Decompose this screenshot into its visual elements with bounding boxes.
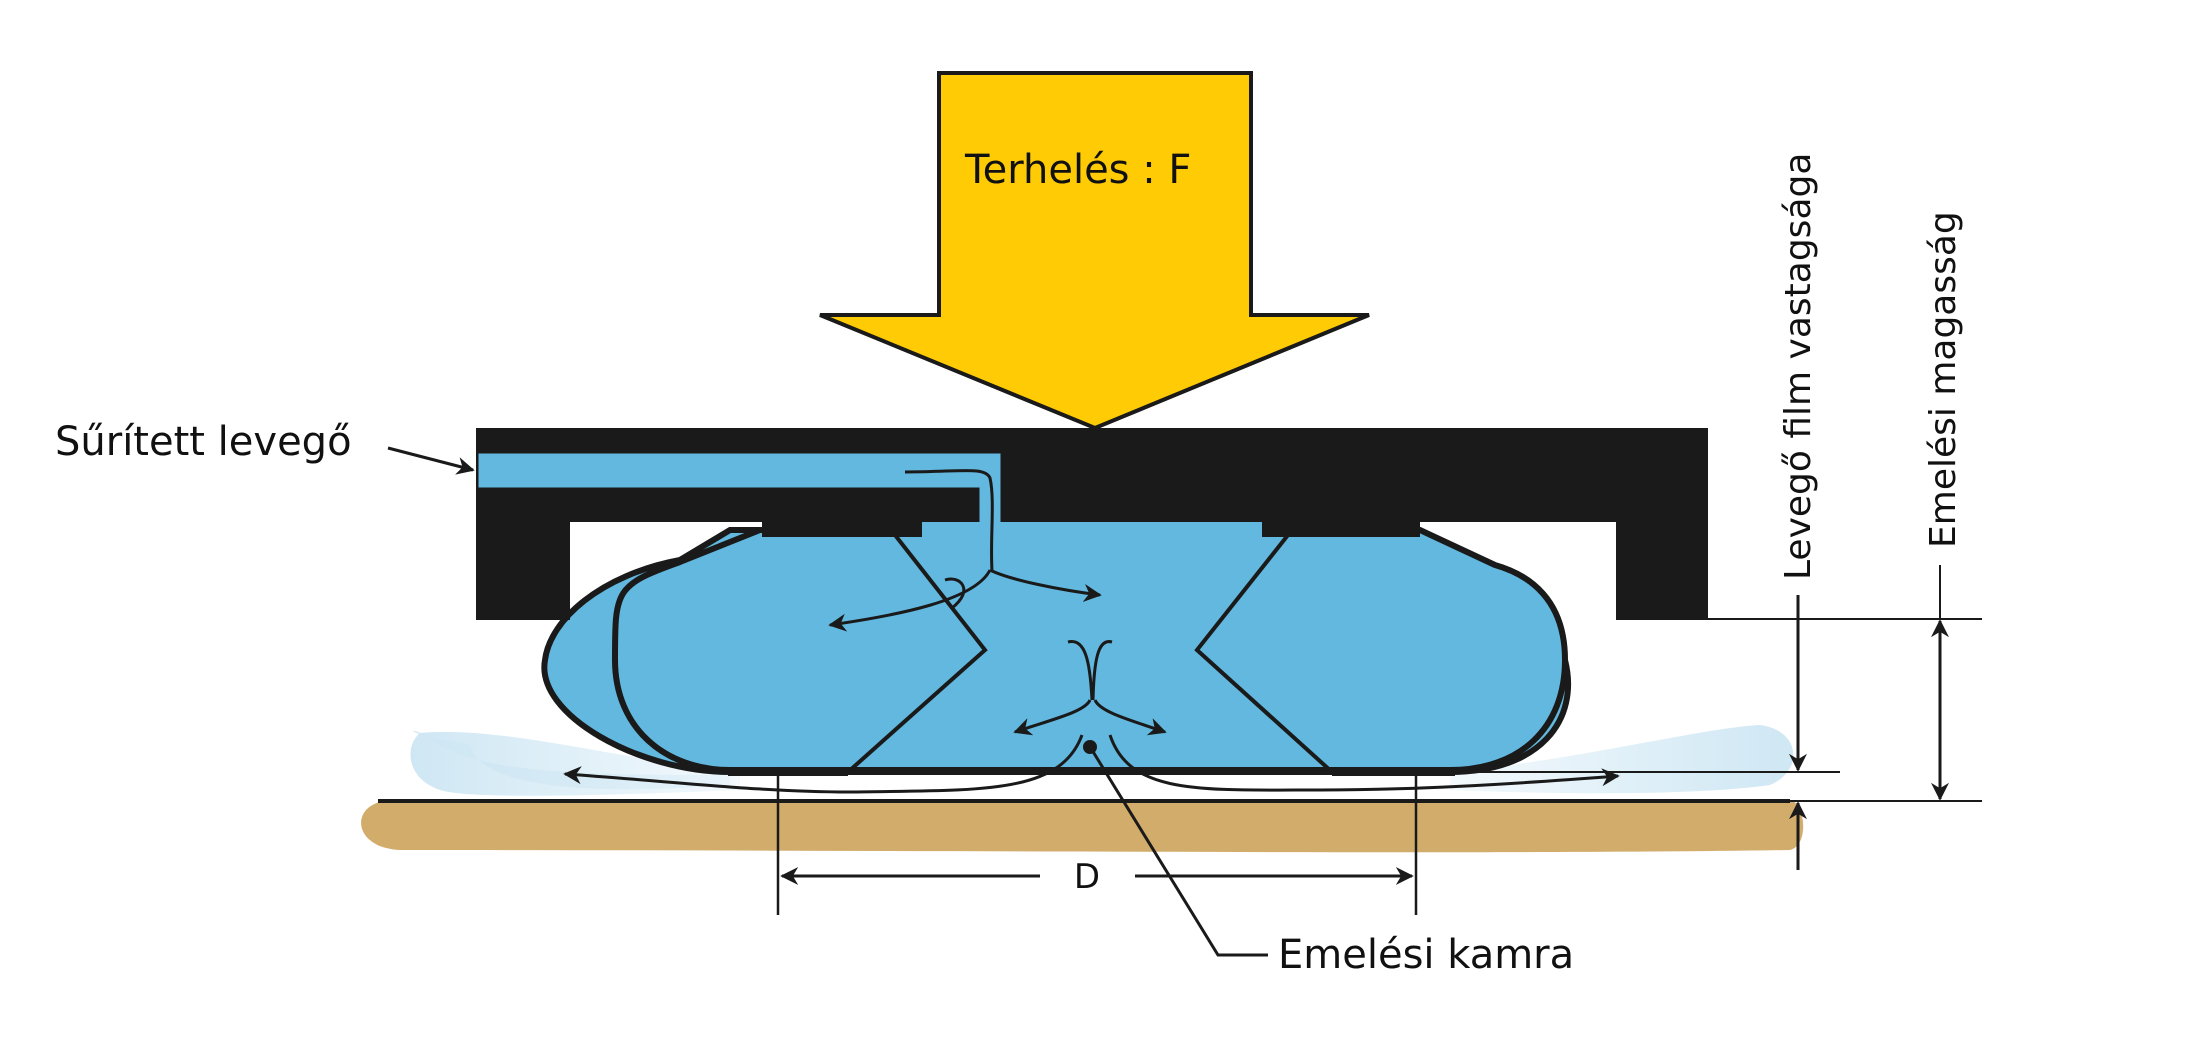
flow-escape-left [563,734,1084,794]
flow-arrow-center-left [1013,699,1092,736]
lift-height-label: Emelési magasság [1923,211,1964,548]
air-channel-opening [922,522,1262,540]
flow-arrow-upper-left [828,569,992,632]
air-bag-outline [611,527,1569,773]
flow-arrow-upper-right [989,568,1102,602]
chamber-wall-left [846,533,988,774]
load-arrow [819,71,1370,431]
compressed-air-leader [387,446,475,475]
flow-split-top [1067,640,1113,701]
lift-chamber-label: Emelési kamra [1278,932,1574,978]
ground [361,800,1804,853]
flow-escape-right [1108,734,1620,792]
flow-arrow-center-right [1093,699,1167,736]
d-label: D [1074,857,1100,897]
chamber-wall-right [1194,533,1334,774]
air-escape-right [1450,725,1794,794]
compressed-air-label: Sűrített levegő [55,419,352,465]
flow-line-channel [904,469,994,571]
lift-chamber-leader [1090,749,1268,957]
load-label: Terhelés : F [964,147,1191,193]
air-film-thickness-label: Levegő film vastagsága [1778,153,1819,580]
flow-curl-left [944,577,966,610]
